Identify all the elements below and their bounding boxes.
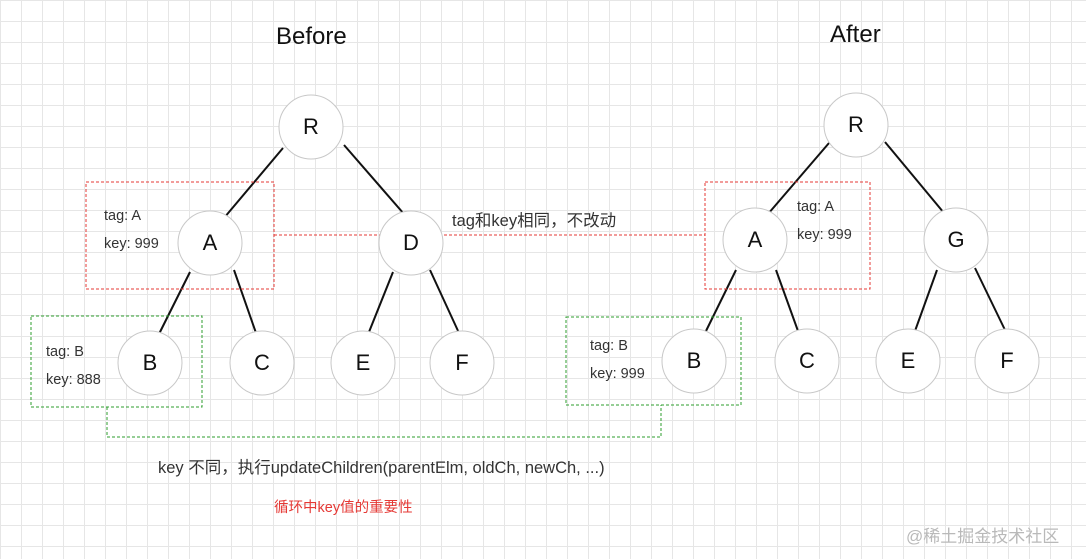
edge-a-c-before (233, 269, 257, 334)
after-a-tag: tag: A (797, 199, 835, 215)
edge-a-b-after (704, 269, 737, 334)
same-tag-key-note: tag和key相同，不改动 (452, 212, 617, 230)
node-e-before: E (355, 350, 371, 375)
after-title: After (830, 21, 881, 48)
node-circle-f-after (974, 328, 1040, 394)
before-b-green-box (30, 315, 203, 408)
node-circle-c-before (229, 330, 295, 396)
edge-g-f-after (974, 267, 1006, 331)
node-circle-g-after (923, 207, 989, 273)
edge-r-g-after (884, 141, 945, 214)
node-g-after: G (947, 227, 965, 252)
edge-r-d-before (343, 144, 405, 215)
edge-d-e-before (368, 271, 394, 333)
node-f-before: F (455, 350, 469, 375)
node-b-after: B (686, 348, 702, 373)
node-circle-c-after (774, 328, 840, 394)
before-b-tag: tag: B (46, 344, 84, 360)
edge-d-f-before (429, 269, 460, 334)
node-circle-d-before (378, 210, 444, 276)
node-circle-e-after (875, 328, 941, 394)
node-circle-r-after (823, 92, 889, 158)
node-circle-b-before (117, 330, 183, 396)
edge-g-e-after (914, 269, 938, 332)
node-c-after: C (799, 348, 815, 373)
key-diff-note: key 不同，执行updateChildren(parentElm, oldCh… (158, 459, 605, 477)
before-title: Before (276, 23, 347, 50)
node-circle-a-before (177, 210, 243, 276)
before-a-key: key: 999 (104, 236, 159, 252)
node-a-before: A (202, 230, 218, 255)
after-b-green-box (565, 316, 742, 406)
node-f-after: F (1000, 348, 1014, 373)
before-a-tag: tag: A (104, 208, 142, 224)
node-circle-r-before (278, 94, 344, 160)
caption: 循环中key值的重要性 (274, 500, 413, 516)
node-e-after: E (900, 348, 916, 373)
after-b-tag: tag: B (590, 338, 628, 354)
node-r-after: R (848, 112, 864, 137)
before-edges (158, 144, 460, 335)
green-connector (106, 405, 662, 438)
node-r-before: R (303, 114, 319, 139)
after-a-key: key: 999 (797, 227, 852, 243)
edge-r-a-after (767, 142, 830, 215)
watermark: @稀土掘金技术社区 (906, 527, 1060, 546)
after-b-key: key: 999 (590, 366, 645, 382)
node-c-before: C (254, 350, 270, 375)
edge-a-b-before (158, 271, 191, 335)
node-d-before: D (403, 230, 419, 255)
node-b-before: B (142, 350, 158, 375)
after-nodes (661, 92, 1040, 394)
node-circle-f-before (429, 330, 495, 396)
node-circle-a-after (722, 207, 788, 273)
node-circle-b-after (661, 328, 727, 394)
node-circle-e-before (330, 330, 396, 396)
edge-r-a-before (223, 147, 284, 219)
edge-a-c-after (775, 269, 799, 332)
before-nodes (117, 94, 495, 396)
node-a-after: A (747, 227, 763, 252)
before-b-key: key: 888 (46, 372, 101, 388)
after-edges (704, 141, 1006, 334)
